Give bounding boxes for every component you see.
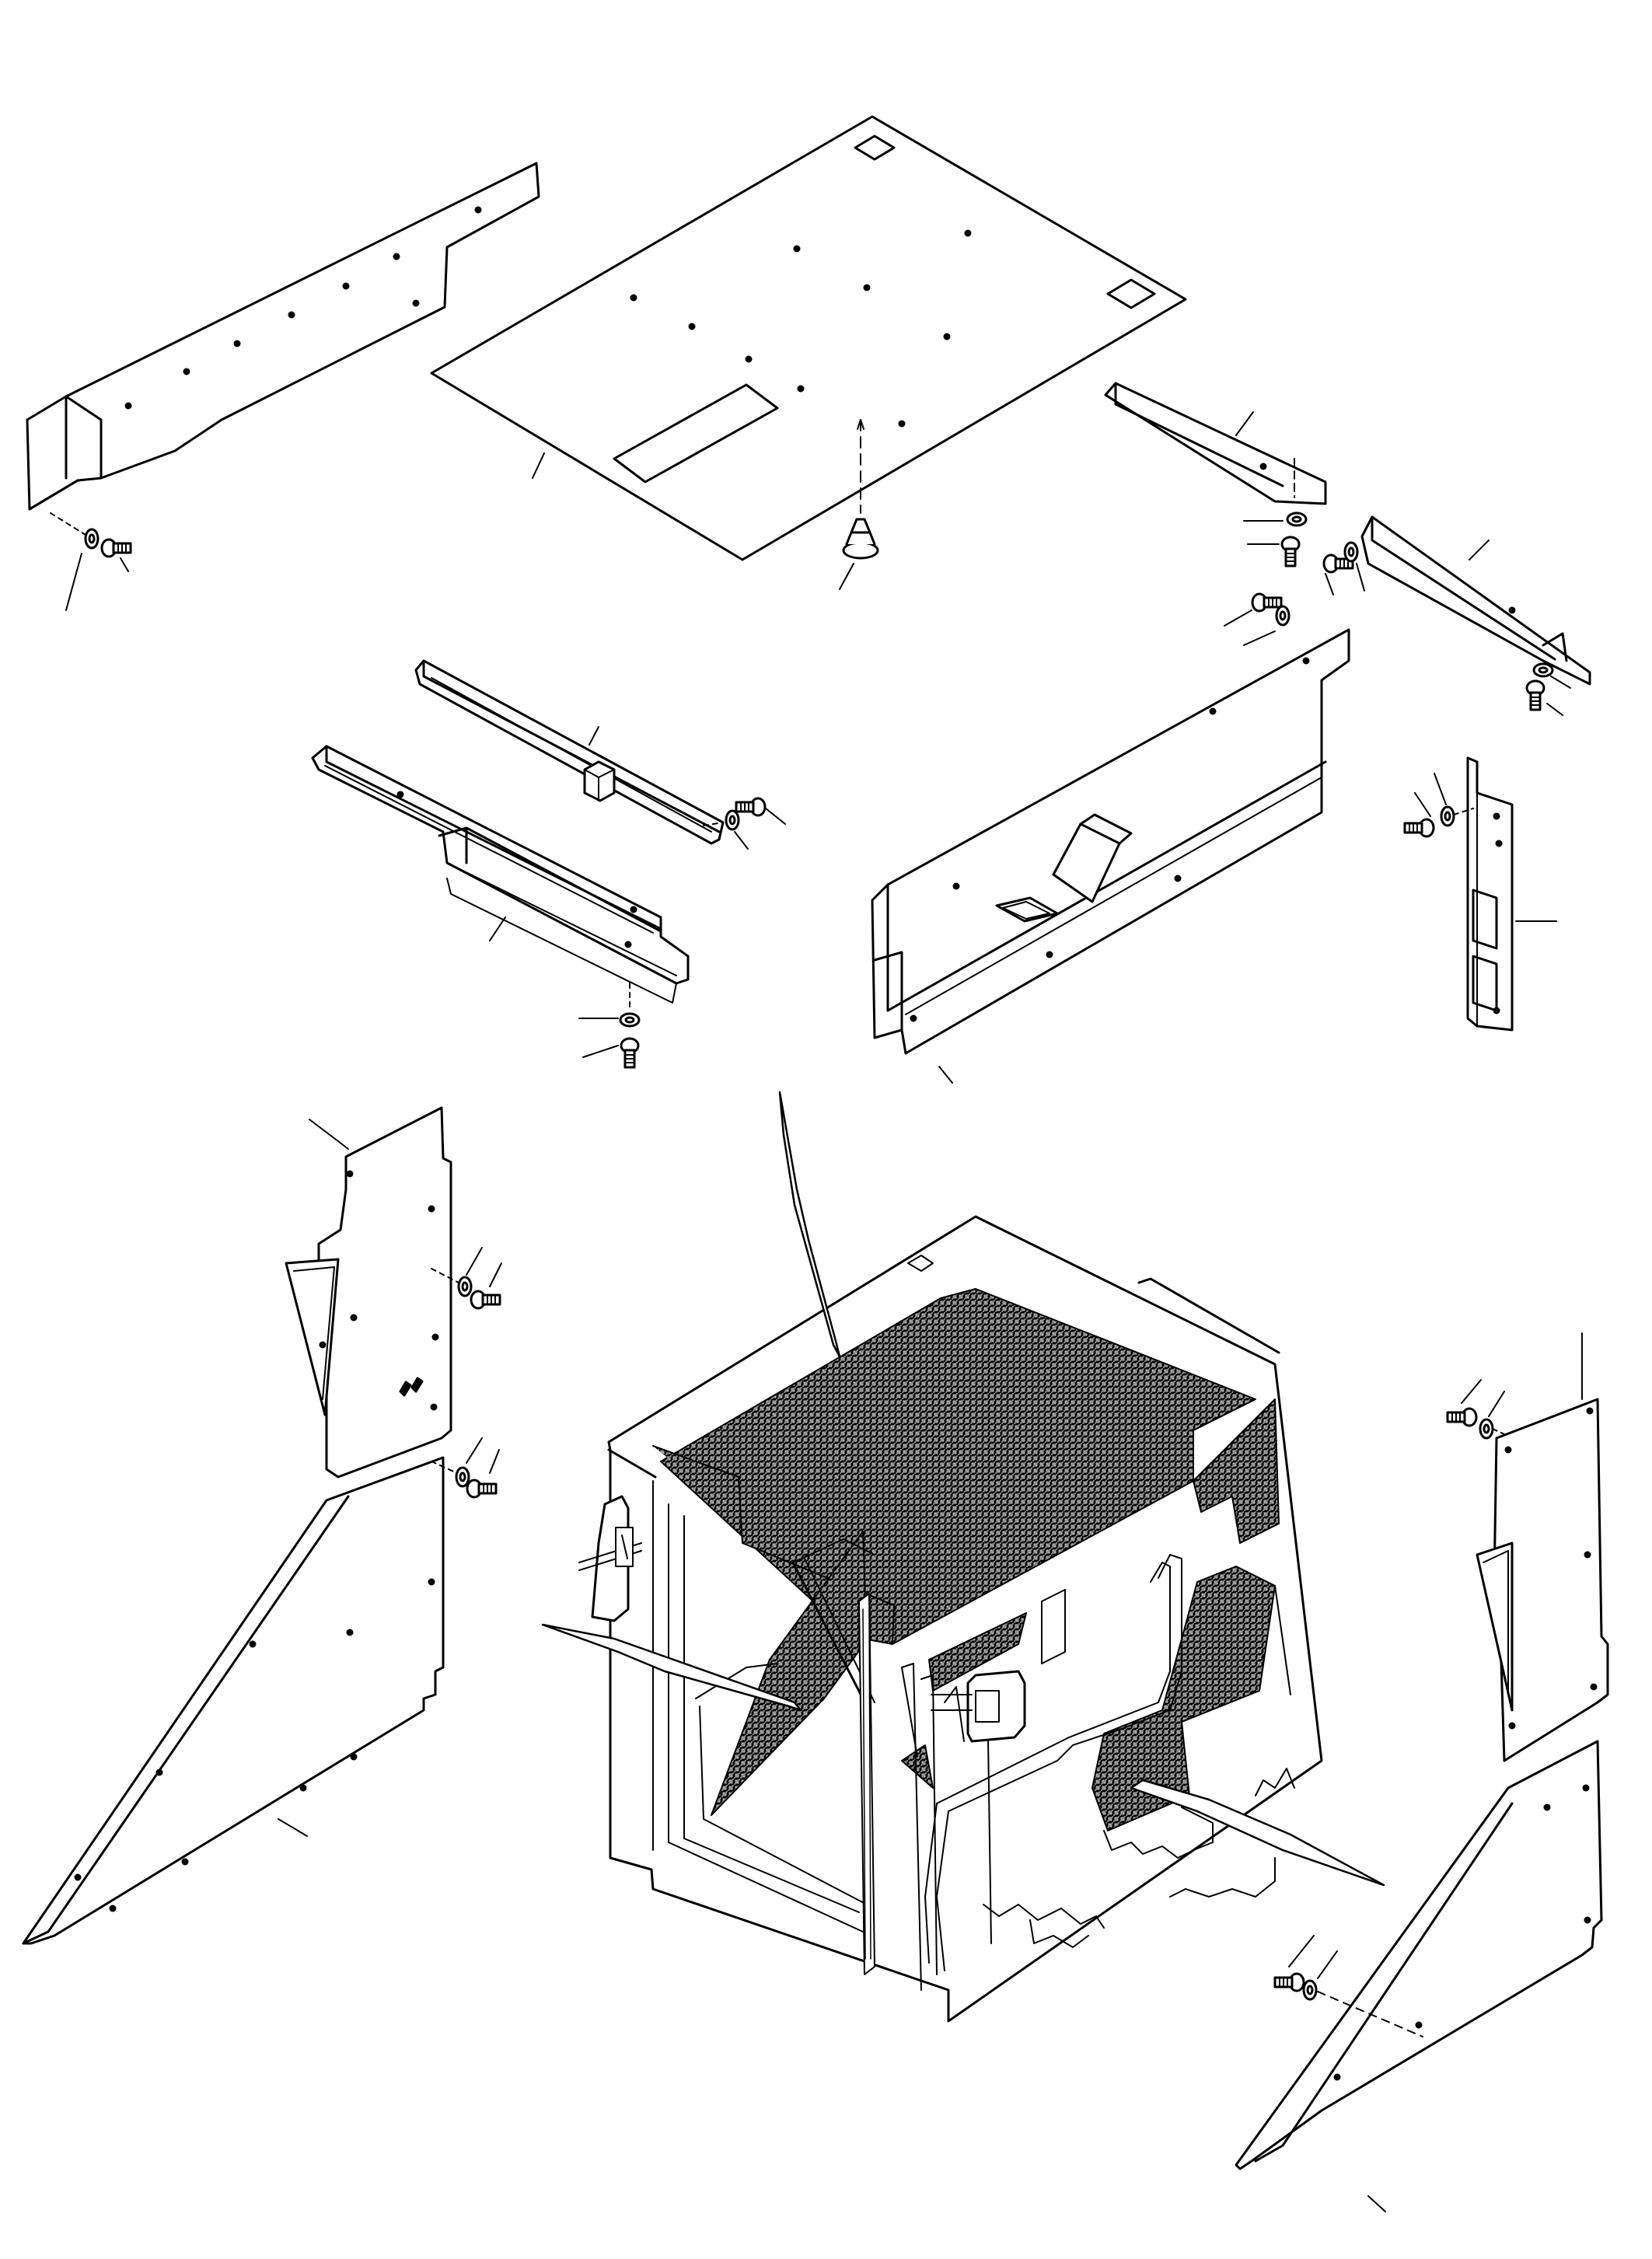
left-lower-triangular-panel bbox=[22, 1456, 445, 1945]
bolt-icon bbox=[1280, 536, 1301, 567]
right-duct-panel bbox=[871, 628, 1350, 1084]
bolt-icon bbox=[620, 1037, 640, 1069]
right-upper-side-panel bbox=[1476, 1332, 1609, 1762]
washer-icon bbox=[1440, 805, 1455, 827]
bolt-icon bbox=[735, 797, 767, 817]
cab-assembly bbox=[578, 1215, 1323, 2023]
bolt-and-washer-sets bbox=[50, 512, 1571, 2037]
roof-lining-panel bbox=[430, 115, 1187, 561]
left-upper-side-panel bbox=[285, 1106, 452, 1479]
explosion-arrows bbox=[541, 1091, 1385, 1887]
center-rail-upper bbox=[414, 659, 725, 845]
bolt-icon bbox=[1273, 1972, 1305, 1992]
right-lower-triangular-panel bbox=[1235, 1740, 1603, 2212]
washer-icon bbox=[1286, 512, 1308, 527]
bolt-icon bbox=[1446, 1407, 1478, 1427]
bolt-icon bbox=[1525, 679, 1545, 711]
center-rail-lower bbox=[311, 745, 690, 1004]
washer-icon bbox=[1343, 541, 1359, 563]
bolt-icon bbox=[1403, 818, 1435, 838]
washer-icon bbox=[1275, 605, 1291, 627]
washer-icon bbox=[1532, 662, 1554, 678]
washer-icon bbox=[725, 809, 740, 831]
bolt-icon bbox=[100, 538, 132, 558]
washer-icon bbox=[1479, 1418, 1494, 1440]
washer-icon bbox=[1302, 1979, 1318, 2001]
bolt-icon bbox=[466, 1479, 498, 1499]
washer-icon bbox=[455, 1466, 470, 1488]
washer-icon bbox=[619, 1012, 641, 1028]
bolt-icon bbox=[470, 1290, 501, 1310]
push-rivet-clip bbox=[839, 419, 879, 590]
washer-icon bbox=[457, 1276, 473, 1297]
washer-icon bbox=[84, 528, 100, 550]
left-top-rail bbox=[26, 162, 540, 511]
right-top-small-bracket bbox=[1104, 382, 1327, 505]
right-top-angle-bracket bbox=[1360, 515, 1591, 686]
right-narrow-panel bbox=[1466, 756, 1557, 1032]
bolt-icon bbox=[1251, 592, 1283, 613]
